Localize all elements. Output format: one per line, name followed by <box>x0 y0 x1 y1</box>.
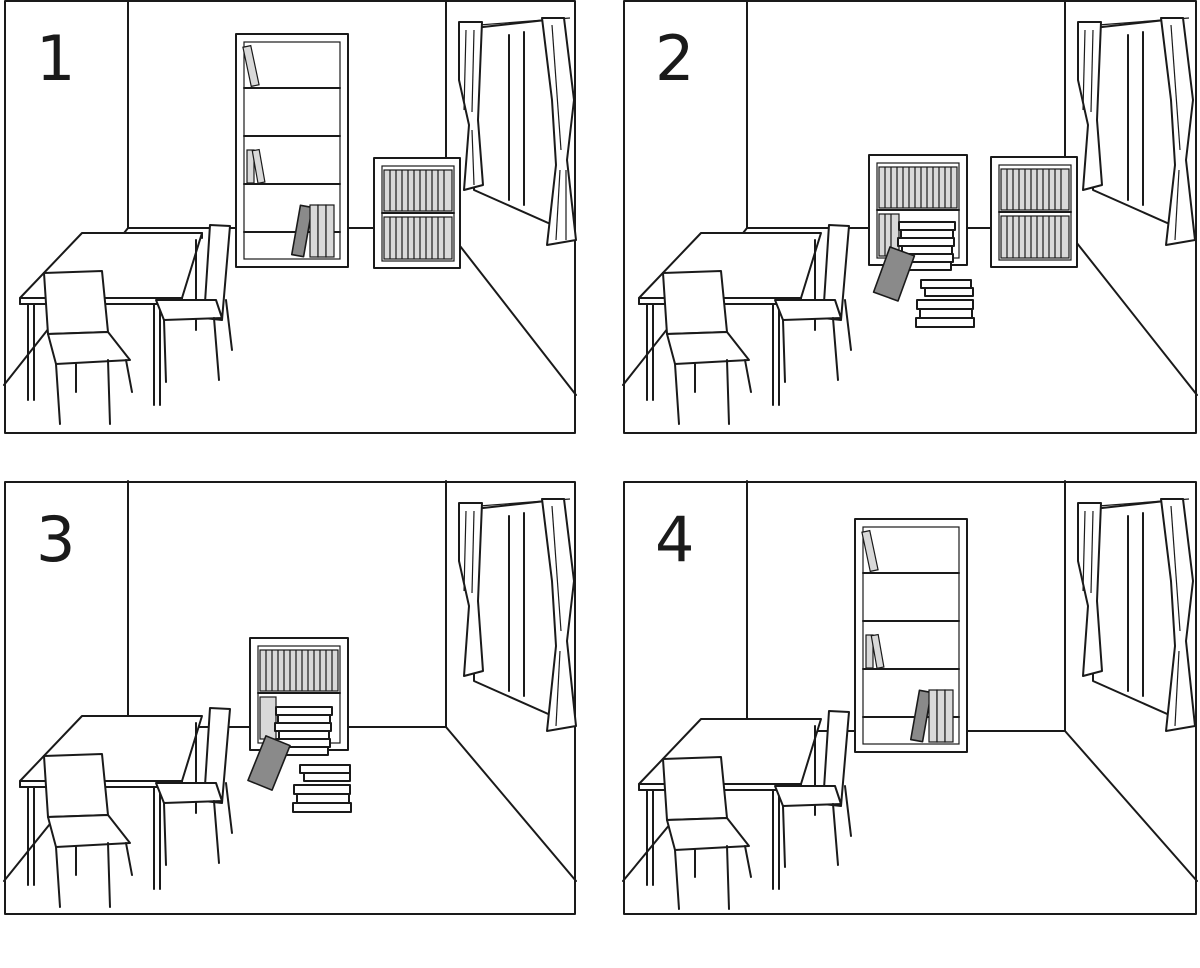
panel-number: 4 <box>655 503 695 576</box>
low-bookcase-right <box>990 156 1078 268</box>
tall-bookcase <box>854 518 968 753</box>
curtain-left <box>1077 502 1103 677</box>
chair-front <box>662 756 752 910</box>
curtain-right <box>541 17 577 246</box>
panel-number: 2 <box>655 22 695 95</box>
curtain-right <box>1160 17 1196 246</box>
chair-front <box>43 753 133 908</box>
room-scene <box>3 0 577 434</box>
panel-2: 2 <box>622 0 1198 434</box>
panel-1: 1 <box>3 0 577 434</box>
panel-number: 3 <box>36 503 76 576</box>
curtain-right <box>1160 498 1196 732</box>
panel-number: 1 <box>36 22 76 95</box>
room-scene <box>622 480 1198 915</box>
chair-front <box>43 270 133 425</box>
curtain-right <box>541 498 577 732</box>
chair-front <box>662 270 752 425</box>
curtain-left <box>458 21 484 191</box>
panel-3: 3 <box>3 480 577 915</box>
room-scene <box>3 480 577 915</box>
chair-back <box>155 224 233 383</box>
tall-bookcase <box>235 33 349 268</box>
chair-back <box>774 710 852 868</box>
curtain-left <box>1077 21 1103 191</box>
room-scene <box>622 0 1198 434</box>
curtain-left <box>458 502 484 677</box>
chair-back <box>774 224 852 383</box>
panel-4: 4 <box>622 480 1198 915</box>
book-pile <box>247 706 352 813</box>
chair-back <box>155 707 233 866</box>
book-pile <box>872 221 975 328</box>
low-bookcase <box>373 157 461 269</box>
